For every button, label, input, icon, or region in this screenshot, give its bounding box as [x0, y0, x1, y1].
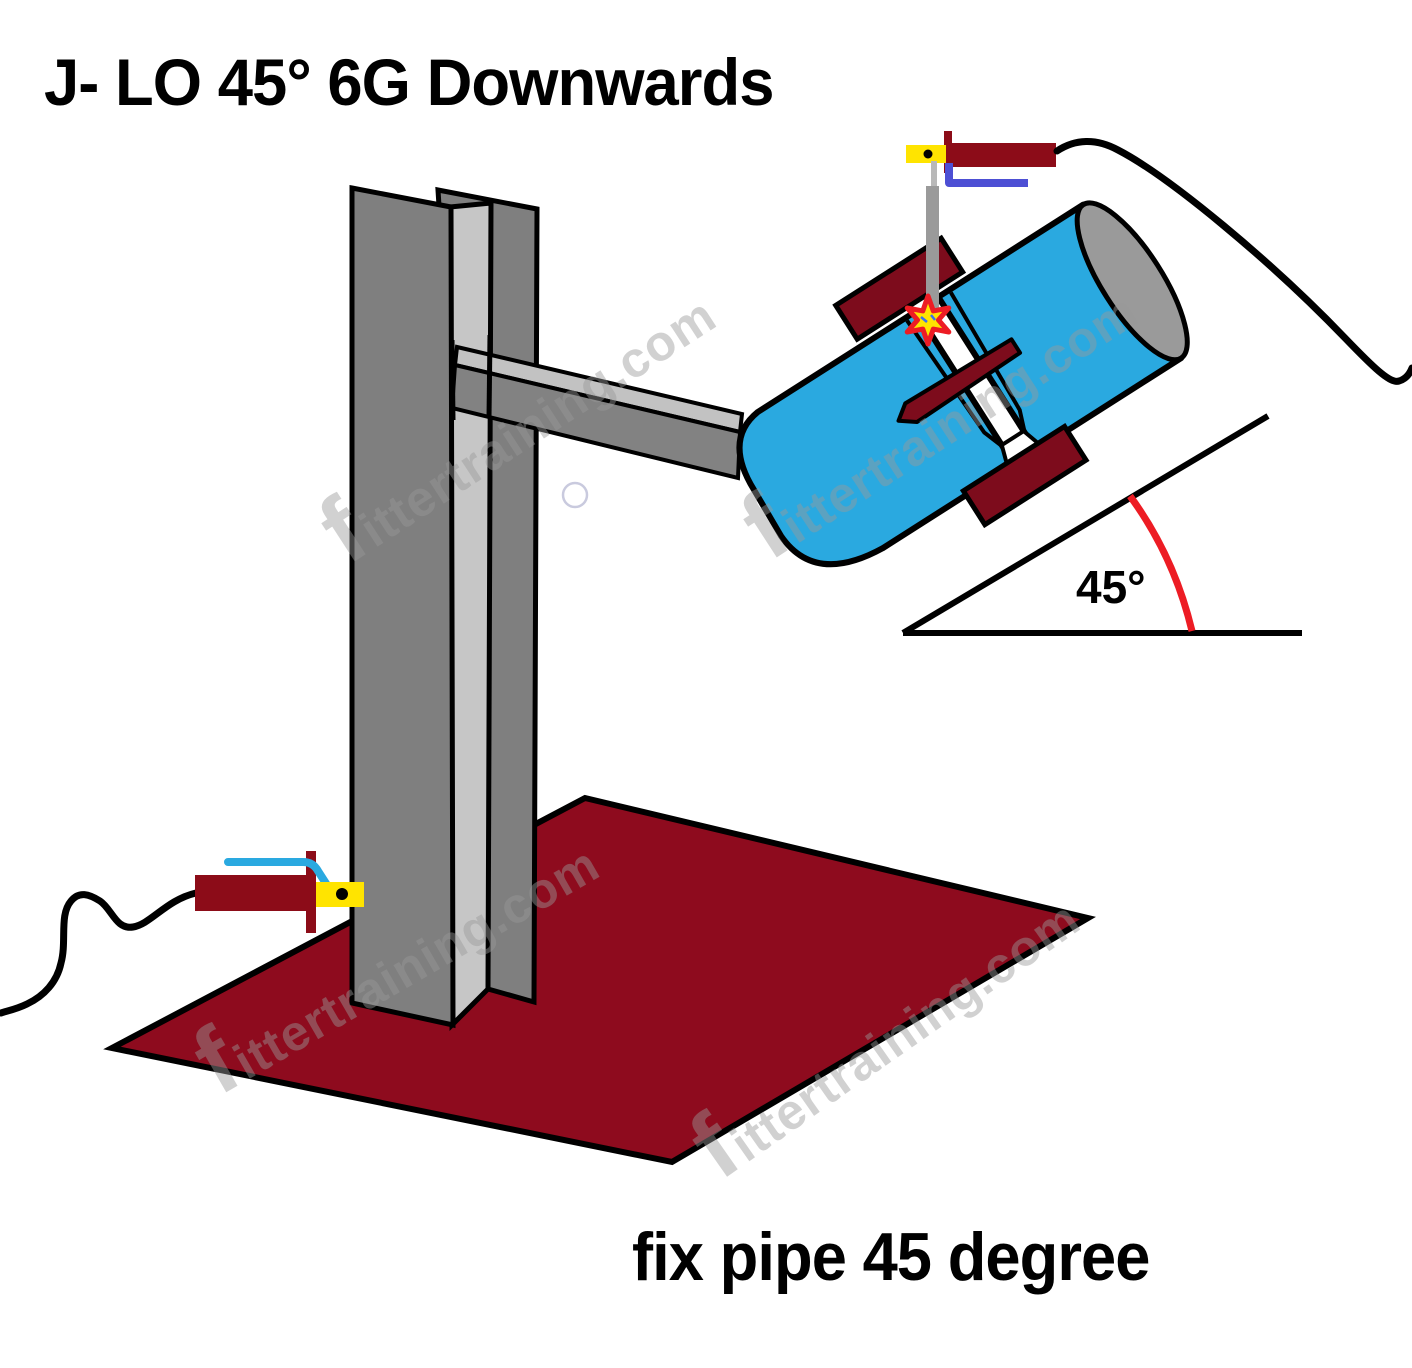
- angle-incline-line: [901, 413, 1270, 636]
- weld-arc-star-shape: [904, 293, 952, 347]
- pipe-bevel-edge-left: [905, 319, 1005, 449]
- holder-bar: [944, 131, 952, 173]
- holder-pin: [923, 149, 933, 159]
- ground-clamp-bar: [306, 851, 316, 933]
- ground-clamp-body: [195, 875, 307, 911]
- weld-arc-spark-marks: [920, 314, 936, 323]
- pipe-assembly: [736, 200, 1190, 568]
- page-title: J- LO 45° 6G Downwards: [44, 45, 774, 119]
- angle-arc: [1127, 493, 1196, 632]
- ground-cable: [0, 889, 200, 1017]
- column-front-flange: [349, 184, 456, 1029]
- column-edge-over-arm-1: [449, 339, 456, 421]
- small-circle-mark: [561, 481, 589, 509]
- pipe-clamp-lower: [959, 422, 1090, 529]
- electrode-holder-assembly: [906, 131, 1412, 385]
- pipe-end-face: [1074, 200, 1190, 363]
- column-web: [447, 200, 494, 1032]
- weld-arc-star-icon: [904, 293, 952, 347]
- electrode-stub: [931, 161, 937, 188]
- ground-clamp-pin: [336, 888, 348, 900]
- welding-cable: [1053, 138, 1412, 385]
- joint-bridge-bar: [896, 337, 1023, 424]
- pipe-left-section: [736, 307, 1018, 568]
- ground-wire-cyan: [224, 858, 331, 889]
- base-plate: [103, 794, 1096, 1166]
- ground-clamp-assembly: [0, 851, 364, 1017]
- electrode-rod: [926, 186, 939, 310]
- i-beam-column: [349, 184, 540, 1032]
- holder-body: [951, 143, 1056, 167]
- column-edge-over-arm-2: [486, 334, 493, 419]
- holder-wire-blue: [945, 163, 1028, 187]
- pipe-bevel-edge-right: [949, 291, 1027, 434]
- caption-text: fix pipe 45 degree: [632, 1219, 1150, 1295]
- support-arm: [449, 334, 745, 481]
- angle-value-label: 45°: [1076, 561, 1146, 613]
- angle-annotation: [901, 413, 1302, 636]
